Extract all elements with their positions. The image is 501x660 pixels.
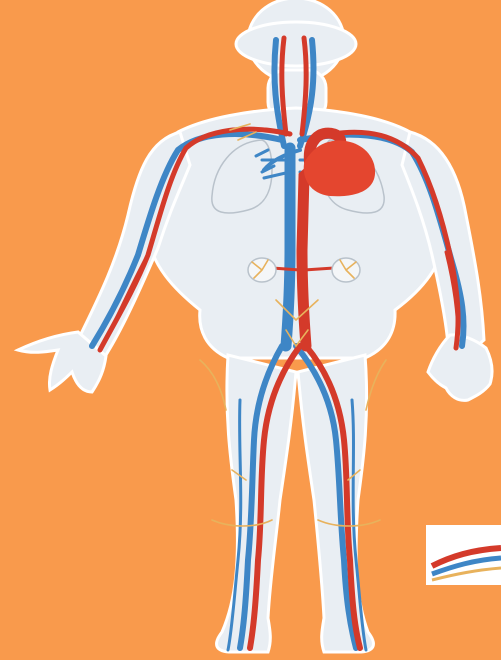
- ears: [236, 22, 356, 66]
- vena-cava-icon: [286, 148, 290, 346]
- vessel-cross-section-icon: [426, 525, 501, 585]
